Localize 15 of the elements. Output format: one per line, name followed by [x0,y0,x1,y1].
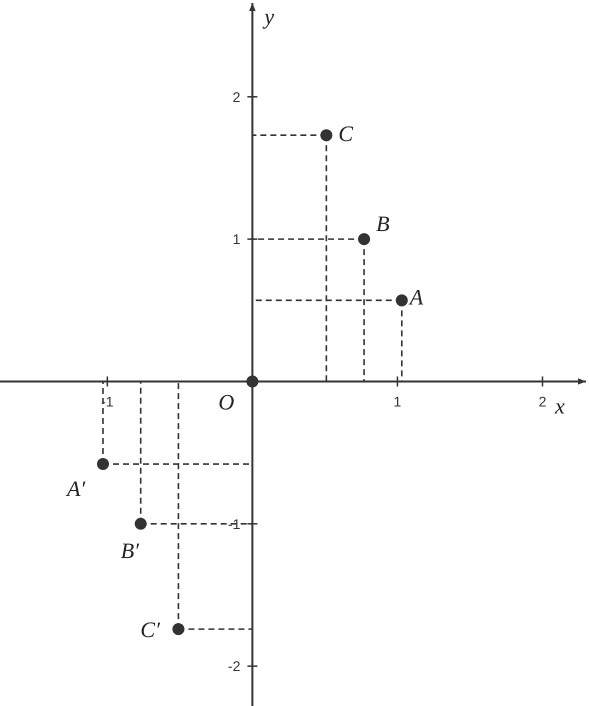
axis-label: x [555,393,565,418]
point-label: C [338,121,354,146]
tick-label: -2 [228,658,240,674]
tick-label: 2 [538,393,546,410]
point-label: O [218,389,234,414]
point-label: A [410,284,424,310]
tick-label: 2 [232,88,240,105]
axis-label: y [264,4,274,29]
point-label: A′ [66,476,86,502]
point-label: C′ [140,617,160,642]
tick-label: -1 [228,516,240,532]
point-label: B [376,211,390,236]
tick-label: 1 [394,393,402,410]
tick-label: 1 [232,231,240,248]
point-label: B′ [120,538,139,563]
